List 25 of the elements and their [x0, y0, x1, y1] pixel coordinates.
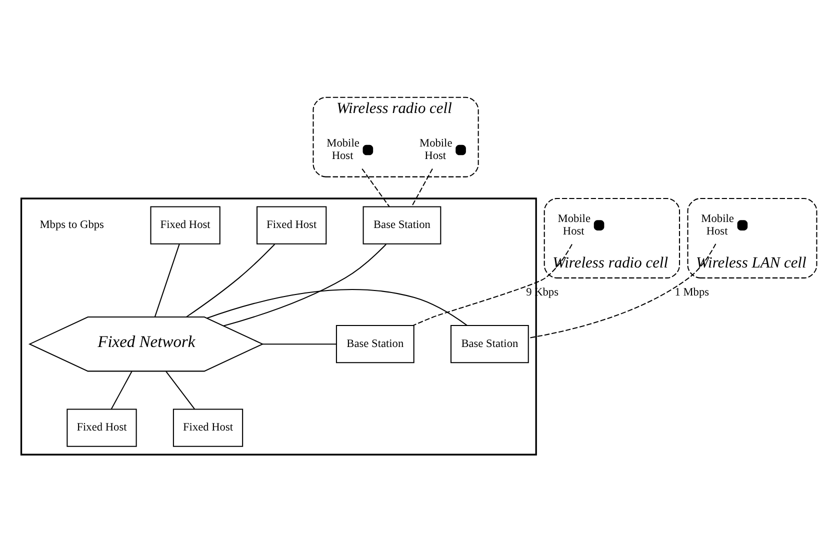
node-box: Base Station [362, 206, 442, 244]
connector [528, 244, 716, 338]
node-box: Fixed Host [150, 206, 220, 244]
connector [412, 244, 572, 326]
node-box: Fixed Host [256, 206, 327, 244]
node-box: Fixed Host [172, 408, 244, 447]
connector [206, 289, 468, 326]
connector [223, 244, 386, 326]
edge-label: 1 Mbps [674, 286, 710, 298]
connector [166, 371, 195, 410]
label: Mbps to Gbps [40, 219, 104, 232]
connector [362, 168, 390, 208]
node-label: Mobile Host [701, 213, 734, 238]
connector [411, 168, 433, 207]
node-label: Mobile Host [326, 138, 360, 162]
connector [110, 371, 132, 410]
connector [154, 244, 180, 318]
node-box: Base Station [450, 325, 529, 364]
connector [262, 344, 336, 345]
node-box: Fixed Host [66, 408, 137, 447]
connector [186, 244, 276, 318]
node-label: Mobile Host [420, 138, 452, 162]
node-box: Base Station [336, 325, 414, 364]
node-label: Mobile Host [558, 213, 590, 238]
cluster [20, 198, 537, 456]
